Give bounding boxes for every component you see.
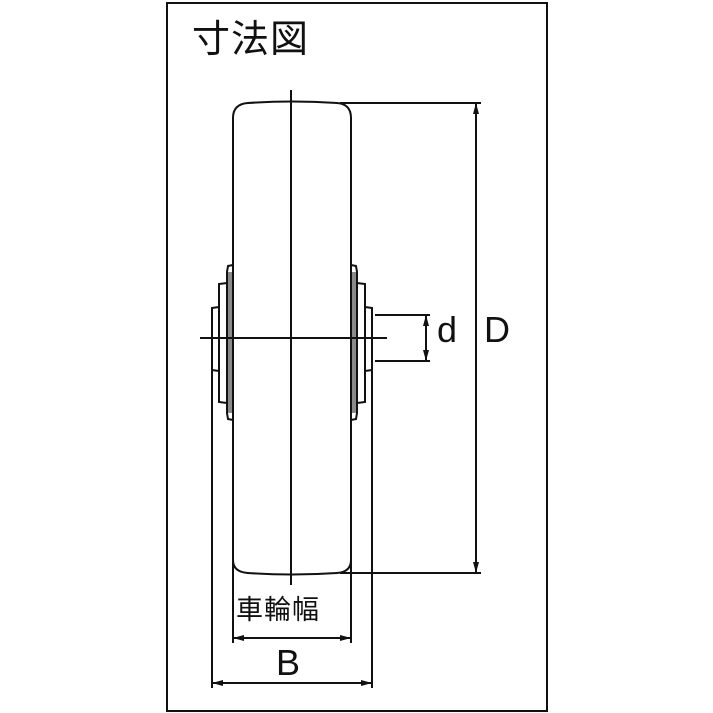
drawing-frame bbox=[166, 2, 548, 712]
wheel-width-arrow-right bbox=[340, 635, 351, 641]
wheel-width-arrow-left bbox=[233, 635, 244, 641]
right-hub-outer bbox=[350, 264, 358, 421]
B-arrow-right bbox=[361, 680, 372, 686]
D-arrow-bottom bbox=[473, 562, 479, 573]
B-arrow-left bbox=[212, 680, 223, 686]
left-hub-shade bbox=[228, 272, 232, 413]
d-arrow-top bbox=[423, 315, 429, 326]
right-hub-shade bbox=[352, 272, 356, 413]
wheel-diameter-label: D bbox=[484, 309, 510, 350]
wheel-width-label: 車輪幅 bbox=[236, 595, 320, 626]
D-arrow-top bbox=[473, 103, 479, 114]
left-hub-outer bbox=[226, 264, 234, 421]
wheel-tread-outline bbox=[232, 100, 352, 576]
d-arrow-bottom bbox=[423, 350, 429, 361]
diagram-title: 寸法図 bbox=[192, 17, 310, 61]
left-hub-mid bbox=[218, 282, 228, 404]
right-hub-mid bbox=[356, 282, 366, 404]
overall-width-label: B bbox=[276, 642, 301, 683]
axle-diameter-label: d bbox=[437, 309, 458, 350]
